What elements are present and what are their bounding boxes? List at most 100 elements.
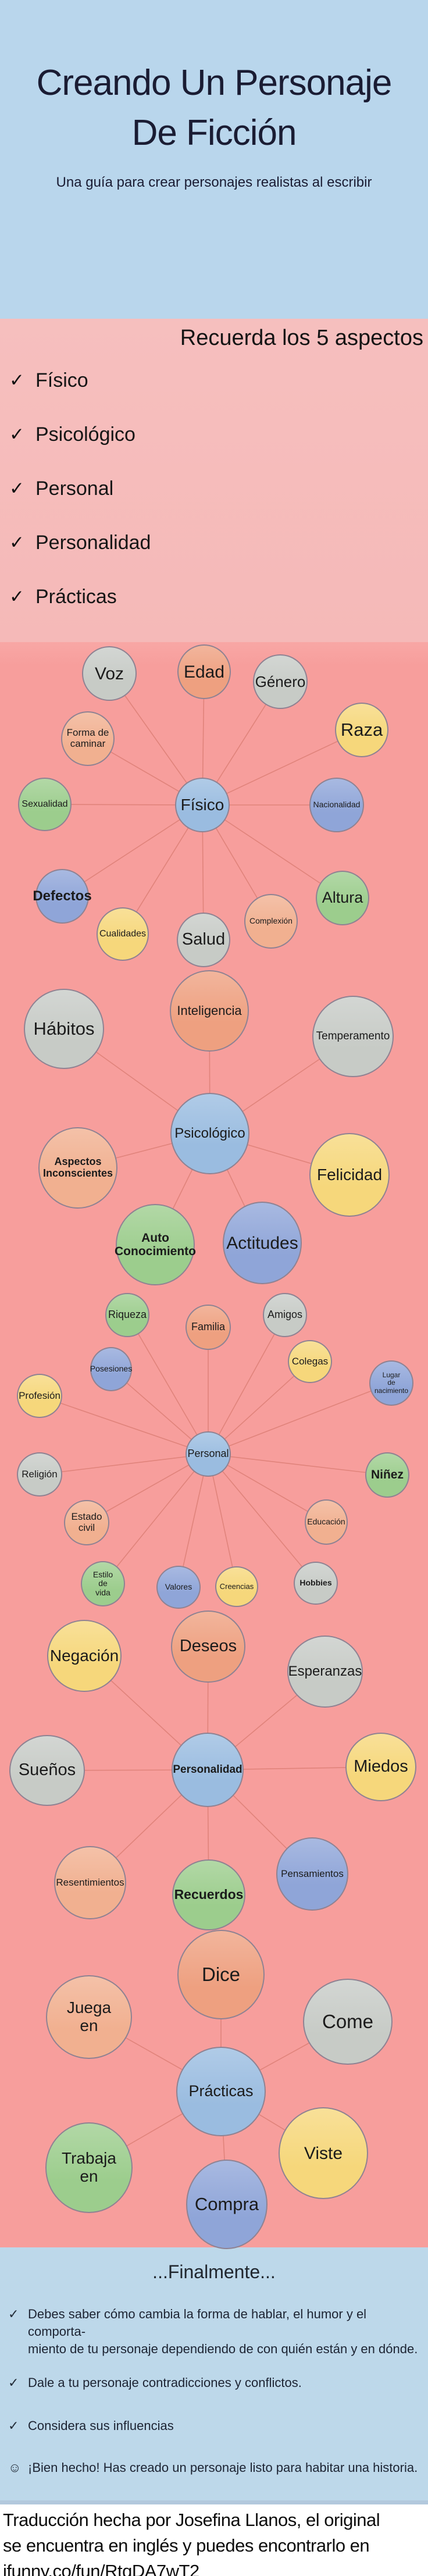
aspects-section: Recuerda los 5 aspectos ✓ Físico ✓ Psicológ…	[0, 319, 428, 642]
center-bubble-fisico: Físico	[175, 778, 230, 832]
final-tip-text: ¡Bien hecho! Has creado un personaje lis…	[28, 2460, 418, 2475]
connector-line-personal-ninez	[208, 1453, 388, 1476]
final-success-note: ☺ ¡Bien hecho! Has creado un personaje li…	[8, 2459, 422, 2477]
aspect-label: Personal	[35, 477, 114, 500]
connector-line-personal-lugar-de-nacimiento	[208, 1383, 392, 1455]
footer-line: Traducción hecha por Josefina Llanos, el…	[3, 2510, 380, 2530]
bubble-valores: Valores	[156, 1566, 201, 1609]
page-title-line1: Creando Un Personaje	[36, 63, 393, 103]
bubble-familia: Familia	[186, 1305, 231, 1350]
aspect-item-practicas: ✓ Prácticas	[9, 585, 151, 608]
bubble-forma-de-caminar: Forma de caminar	[61, 711, 115, 766]
bubble-cualidades: Cualidades	[97, 907, 149, 961]
bubble-trabaja-en: Trabaja en	[45, 2122, 133, 2213]
connector-line-fisico-raza	[202, 729, 362, 806]
bubble-profesion: Profesión	[17, 1374, 62, 1418]
connector-line-personal-educacion	[208, 1453, 327, 1523]
bubble-religion: Religión	[17, 1452, 62, 1497]
bubble-complexion: Complexión	[244, 894, 298, 949]
bubble-amigos: Amigos	[263, 1293, 307, 1337]
bubble-inteligencia: Inteligencia	[170, 970, 249, 1052]
bubble-defectos: Defectos	[33, 869, 92, 924]
bubble-raza: Raza	[335, 703, 388, 757]
bubble-altura: Altura	[316, 871, 369, 925]
bubble-sexualidad: Sexualidad	[18, 778, 72, 831]
aspects-heading: Recuerda los 5 aspectos	[180, 326, 423, 350]
bubble-actitudes: Actitudes	[223, 1202, 302, 1284]
center-bubble-practicas: Prácticas	[176, 2047, 266, 2136]
connector-line-personal-religion	[39, 1453, 209, 1475]
bubble-habitos: Hábitos	[24, 989, 104, 1069]
bubble-aspectos-inconscientes: Aspectos Inconscientes	[38, 1127, 117, 1209]
bubble-juega-en: Juega en	[46, 1975, 132, 2059]
bubble-come: Come	[303, 1979, 393, 2065]
check-icon: ✓	[9, 532, 24, 553]
connector-line-personal-riqueza	[127, 1314, 209, 1455]
center-bubble-personalidad: Personalidad	[172, 1733, 244, 1807]
connector-line-fisico-altura	[202, 804, 343, 899]
bubble-edad: Edad	[177, 644, 231, 699]
bubble-compra: Compra	[186, 2160, 268, 2249]
page-title-line2: De Ficción	[131, 113, 297, 153]
bubble-dice: Dice	[177, 1930, 265, 2019]
check-icon: ✓	[8, 2418, 19, 2433]
aspects-checklist: ✓ Físico ✓ Psicológico ✓ Personal ✓ Personalida…	[9, 369, 151, 639]
final-tip-text: Dale a tu personaje contradicciones y co…	[28, 2375, 302, 2390]
footer-credit: Traducción hecha por Josefina Llanos, el…	[0, 2504, 428, 2576]
bubble-posesiones: Posesiones	[90, 1347, 132, 1391]
final-heading: ...Finalmente...	[152, 2261, 276, 2282]
aspect-label: Prácticas	[35, 585, 117, 608]
check-icon: ✓	[9, 370, 24, 390]
bubble-hobbies: Hobbies	[294, 1562, 338, 1605]
connector-line-personal-amigos	[208, 1314, 286, 1455]
bubble-esperanzas: Esperanzas	[287, 1636, 363, 1708]
bubble-ninez: Niñez	[365, 1452, 409, 1498]
connector-line-fisico-defectos	[62, 804, 203, 897]
smiley-icon: ☺	[8, 2460, 22, 2475]
bubble-genero: Género	[253, 654, 308, 709]
aspect-item-personal: ✓ Personal	[9, 477, 151, 500]
bubble-estilo-de-vida: Estilo de vida	[81, 1561, 125, 1606]
connector-line-personal-profesion	[39, 1395, 209, 1455]
bubble-deseos: Deseos	[171, 1611, 245, 1683]
connector-line-personal-estilo-de-vida	[102, 1453, 209, 1584]
center-bubble-personal: Personal	[186, 1431, 231, 1477]
bubble-auto-conocimiento: Auto Conocimiento	[115, 1204, 196, 1285]
bubble-creencias: Creencias	[215, 1566, 258, 1607]
check-icon: ✓	[8, 2375, 19, 2390]
aspect-label: Personalidad	[35, 531, 151, 554]
bubble-suenos: Sueños	[9, 1735, 85, 1806]
connector-line-personal-estado-civil	[86, 1453, 209, 1523]
bubble-miedos: Miedos	[345, 1733, 416, 1801]
bubble-felicidad: Felicidad	[309, 1133, 390, 1217]
bubble-lugar-de-nacimiento: Lugar de nacimiento	[369, 1360, 413, 1406]
bubble-temperamento: Temperamento	[312, 996, 394, 1077]
bubble-nacionalidad: Nacionalidad	[309, 778, 364, 832]
bubble-negacion: Negación	[47, 1620, 122, 1692]
final-tip: ✓ Dale a tu personaje contradicciones y c…	[8, 2374, 422, 2392]
aspect-label: Psicológico	[35, 423, 135, 446]
bubble-estado-civil: Estado civil	[64, 1500, 109, 1545]
final-section: ...Finalmente... ✓ Debes saber cómo cambi…	[0, 2247, 428, 2504]
aspect-item-fisico: ✓ Físico	[9, 369, 151, 392]
check-icon: ✓	[9, 478, 24, 498]
bubble-recuerdos: Recuerdos	[172, 1859, 245, 1930]
final-tip: ✓ Debes saber cómo cambia la forma de hab…	[8, 2306, 422, 2358]
check-icon: ✓	[9, 424, 24, 444]
final-tip-text: Considera sus influencias	[28, 2418, 174, 2433]
check-icon: ✓	[9, 586, 24, 607]
aspect-label: Físico	[35, 369, 88, 391]
bubble-riqueza: Riqueza	[105, 1293, 149, 1337]
page-subtitle: Una guía para crear personajes realistas…	[56, 174, 372, 190]
aspect-item-psicologico: ✓ Psicológico	[9, 423, 151, 446]
bubble-pensamientos: Pensamientos	[276, 1837, 348, 1911]
header: Creando Un Personaje De Ficción Una guía…	[0, 0, 428, 319]
final-tip-text: Debes saber cómo cambia la forma de habl…	[28, 2307, 418, 2356]
check-icon: ✓	[8, 2307, 19, 2321]
footer-line: ifunny.co/fun/RtqDA7wT2	[3, 2561, 199, 2576]
bubble-colegas: Colegas	[288, 1340, 332, 1383]
bubble-resentimientos: Resentimientos	[54, 1846, 126, 1919]
center-bubble-psicologico: Psicológico	[170, 1093, 249, 1174]
